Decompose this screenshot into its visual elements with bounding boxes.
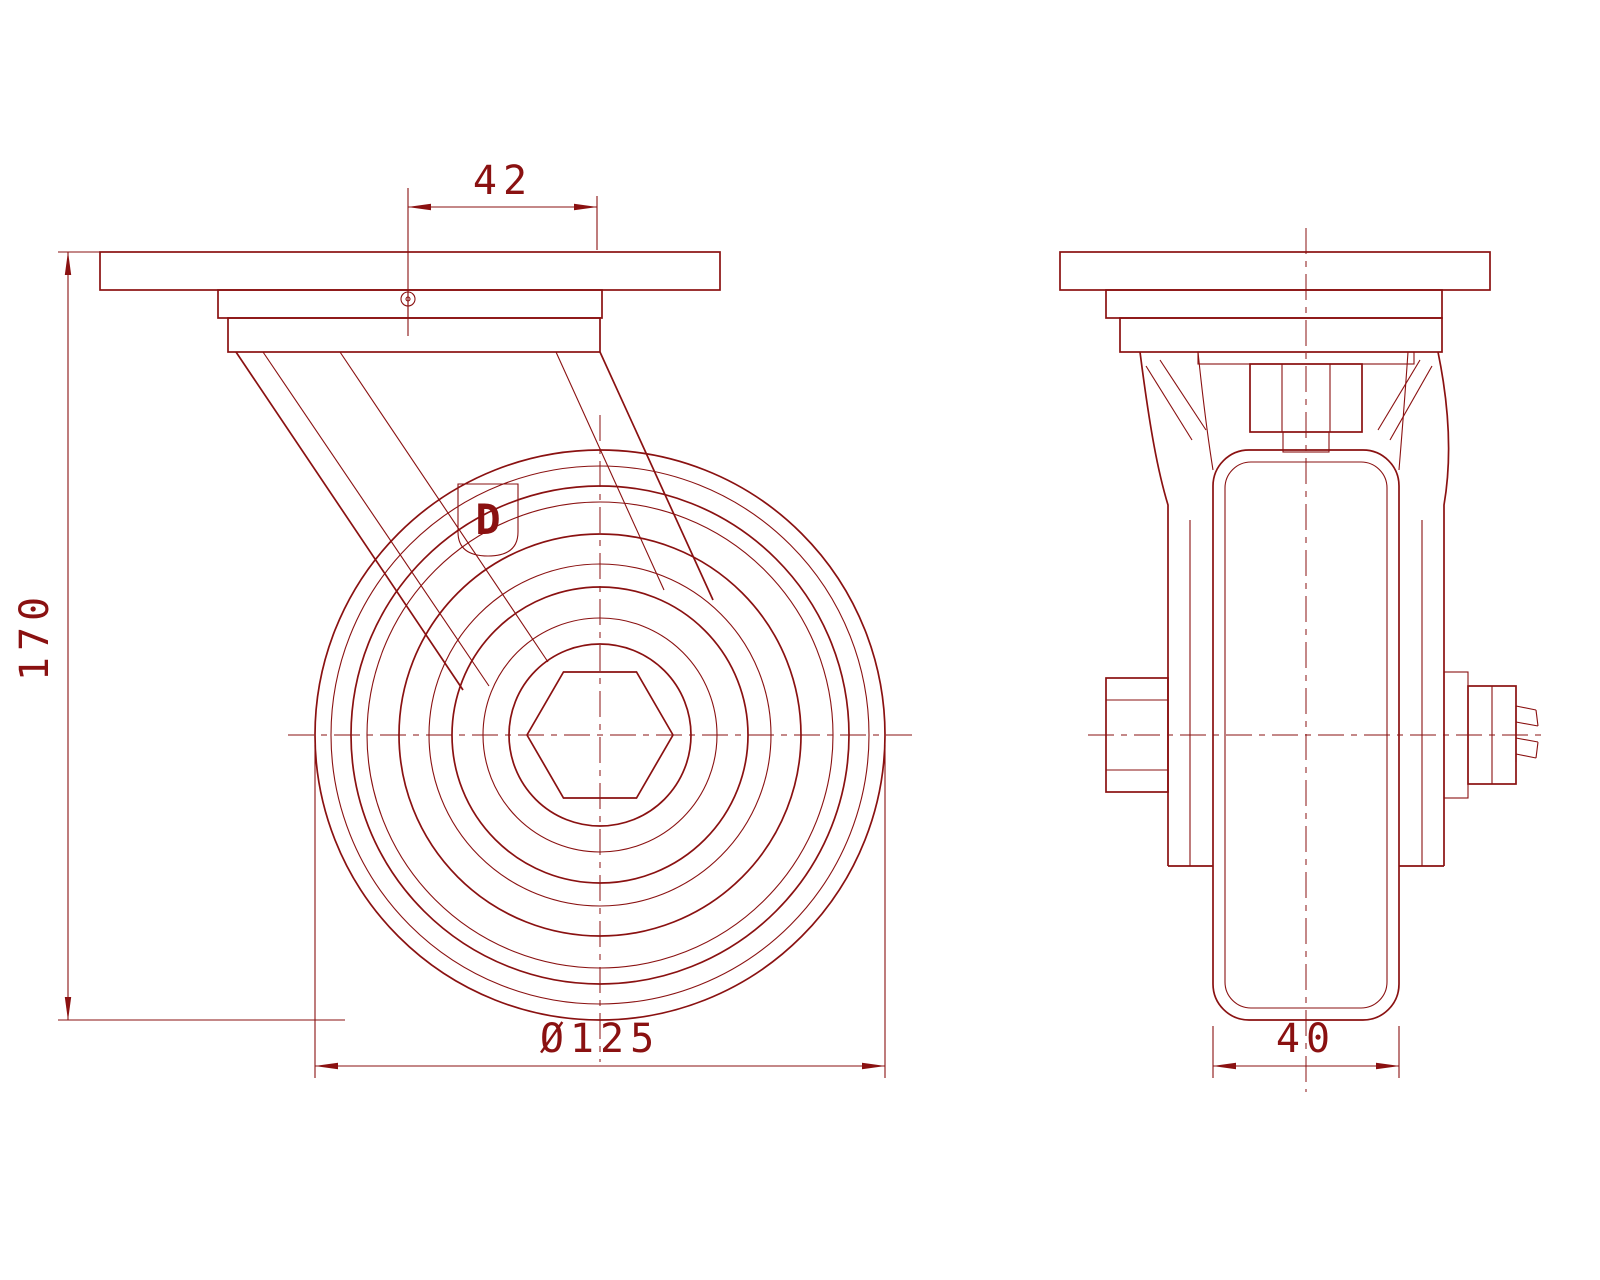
side-centerlines [1088,228,1548,1092]
dim-text-overall-height: 170 [12,591,58,681]
mounting-plate-side [1059,251,1491,353]
dimension-plate-offset: 42 [407,158,598,336]
dimension-wheel-diameter: Ø125 [314,745,886,1078]
fork-legs-side [1139,351,1450,867]
brand-logo: D [457,483,519,557]
logo-shield-icon [457,483,519,557]
front-view: D [99,251,912,1062]
dimension-overall-height: 170 [12,251,345,1021]
front-centerlines [288,415,912,1062]
swivel-fork [235,351,714,691]
dimension-wheel-width: 40 [1212,1016,1400,1078]
mounting-plate [99,251,721,353]
dim-text-wheel-width: 40 [1276,1016,1336,1062]
side-view [1059,228,1548,1092]
dim-text-plate-offset: 42 [473,158,533,204]
logo-letter: D [475,495,500,544]
dim-text-wheel-diameter: Ø125 [540,1016,660,1062]
